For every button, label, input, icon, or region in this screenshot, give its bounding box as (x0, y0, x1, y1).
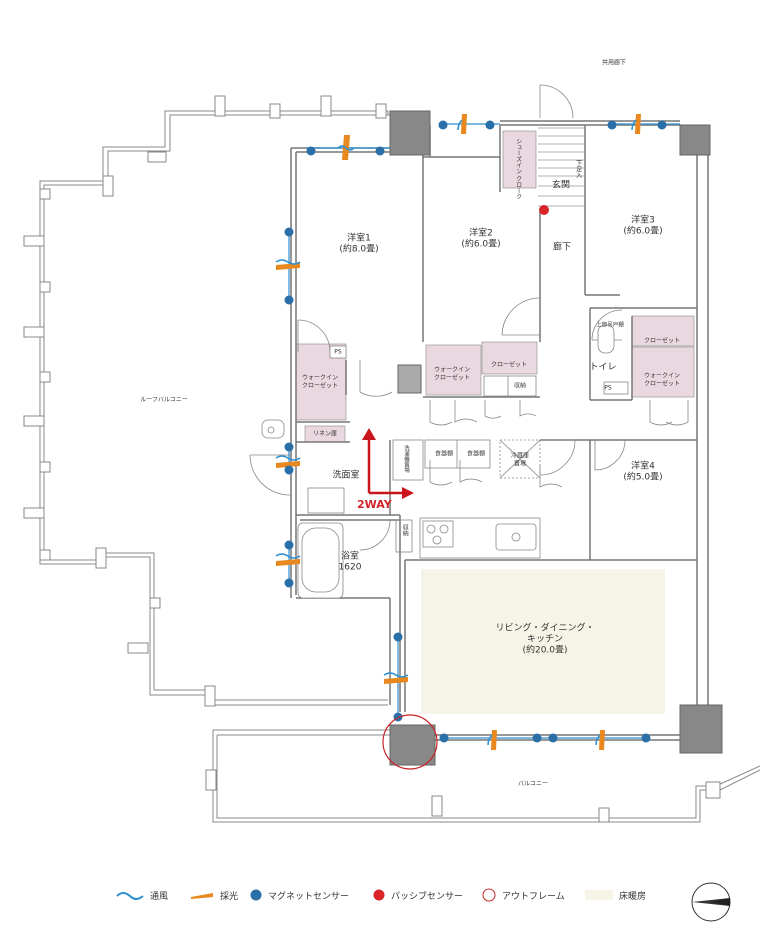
legend-passive-sensor-label: パッシブセンサー (391, 891, 464, 902)
room3-size: (約6.0畳) (623, 226, 663, 237)
ventilation-marks (275, 119, 637, 746)
ldk-name-line1: リビング・ダイニング・ (495, 623, 595, 634)
room3-name: 洋室3 (631, 215, 655, 226)
balcony-outline (212, 729, 760, 823)
legend-floor-heating-label: 床暖房 (619, 891, 647, 902)
passive-sensor-icon (373, 889, 385, 901)
legend-daylight: 採光 (190, 887, 238, 903)
linen-label: リネン庫 (312, 430, 338, 438)
legend-ventilation-label: 通風 (150, 891, 169, 902)
pantry2-label: 食器棚 (466, 450, 486, 458)
room2-name: 洋室2 (469, 228, 493, 239)
fridge-label-b: 置場 (513, 460, 527, 468)
bath-name: 浴室 (340, 551, 360, 562)
pantry-boxes (307, 375, 541, 553)
legend-ventilation: 通風 (116, 887, 168, 903)
wic2-label-b: クローゼット (433, 374, 471, 382)
legend-outframe: アウトフレーム (482, 887, 565, 903)
legend-daylight-label: 採光 (220, 891, 239, 902)
fridge-label-a: 冷蔵庫 (510, 452, 530, 460)
columns (389, 110, 723, 766)
wave-icon (116, 892, 144, 900)
legend-magnet-sensor: マグネットセンサー (250, 887, 349, 903)
parapet-posts (23, 95, 387, 707)
room4-size: (約5.0畳) (623, 472, 663, 483)
legend: 通風 採光 マグネットセンサー パッシブセンサー アウトフレーム 床暖房 (0, 880, 760, 910)
doors (249, 84, 689, 551)
ldk-name-line2: キッチン (526, 634, 564, 645)
hallway-label: 廊下 (552, 242, 572, 253)
outframe-icon (482, 888, 496, 902)
wic3-label-b: クローゼット (643, 380, 681, 388)
compass-icon (691, 882, 731, 922)
magnet-sensor-icon (250, 889, 262, 901)
wic2-label-a: ウォークイン (433, 366, 471, 374)
outframe-icon (382, 714, 438, 770)
washroom-label: 洗面室 (332, 470, 360, 481)
shoe-box-label: 下足入 (574, 160, 582, 178)
wic1-label-a: ウォークイン (301, 374, 339, 382)
storage-kitchen-label: 収納 (401, 524, 409, 536)
light-icon (191, 893, 213, 899)
room4-name: 洋室4 (631, 461, 655, 472)
legend-floor-heating: 床暖房 (585, 887, 646, 903)
closet-room2-label: クローゼット (490, 361, 528, 369)
kitchen-counter (419, 517, 541, 559)
two-way-label: 2WAY (357, 498, 392, 511)
closet-room3-label: クローゼット (643, 337, 681, 345)
entrance-label: 玄関 (551, 180, 571, 191)
wic3-label-a: ウォークイン (643, 372, 681, 380)
room2-size: (約6.0畳) (461, 239, 501, 250)
balcony-posts (205, 769, 721, 823)
passive-sensor-icon (539, 205, 549, 215)
upper-cabinet-label: 上部吊戸棚 (596, 322, 624, 329)
legend-passive-sensor: パッシブセンサー (373, 887, 463, 903)
balcony-label: バルコニー (518, 780, 548, 788)
room1-size: (約8.0畳) (339, 244, 379, 255)
common-corridor-label: 共用廊下 (601, 59, 627, 67)
floor-heating-icon (585, 890, 613, 900)
storage-room2-label: 収納 (513, 382, 527, 390)
storage-areas (295, 130, 695, 443)
shoe-closet-label: シューズイン クローク (514, 138, 522, 200)
two-way-arrows (362, 428, 414, 499)
washer-label: 洗濯機置場 (403, 445, 410, 473)
ldk-size: (約20.0畳) (522, 645, 568, 656)
floor-heating-area (421, 569, 665, 714)
wic1-label-b: クローゼット (301, 382, 339, 390)
bath-fixtures (261, 324, 629, 599)
bath-size: 1620 (338, 562, 362, 573)
magnet-sensor-icons (284, 120, 667, 743)
room1-name: 洋室1 (347, 233, 371, 244)
legend-outframe-label: アウトフレーム (502, 891, 565, 902)
toilet-label: トイレ (589, 362, 617, 373)
ps2-label: PS (604, 384, 612, 392)
ps1-label: PS (334, 348, 342, 356)
legend-magnet-sensor-label: マグネットセンサー (268, 891, 350, 902)
roof-balcony-label: ルーフバルコニー (140, 396, 188, 404)
pantry1-label: 食器棚 (434, 450, 454, 458)
